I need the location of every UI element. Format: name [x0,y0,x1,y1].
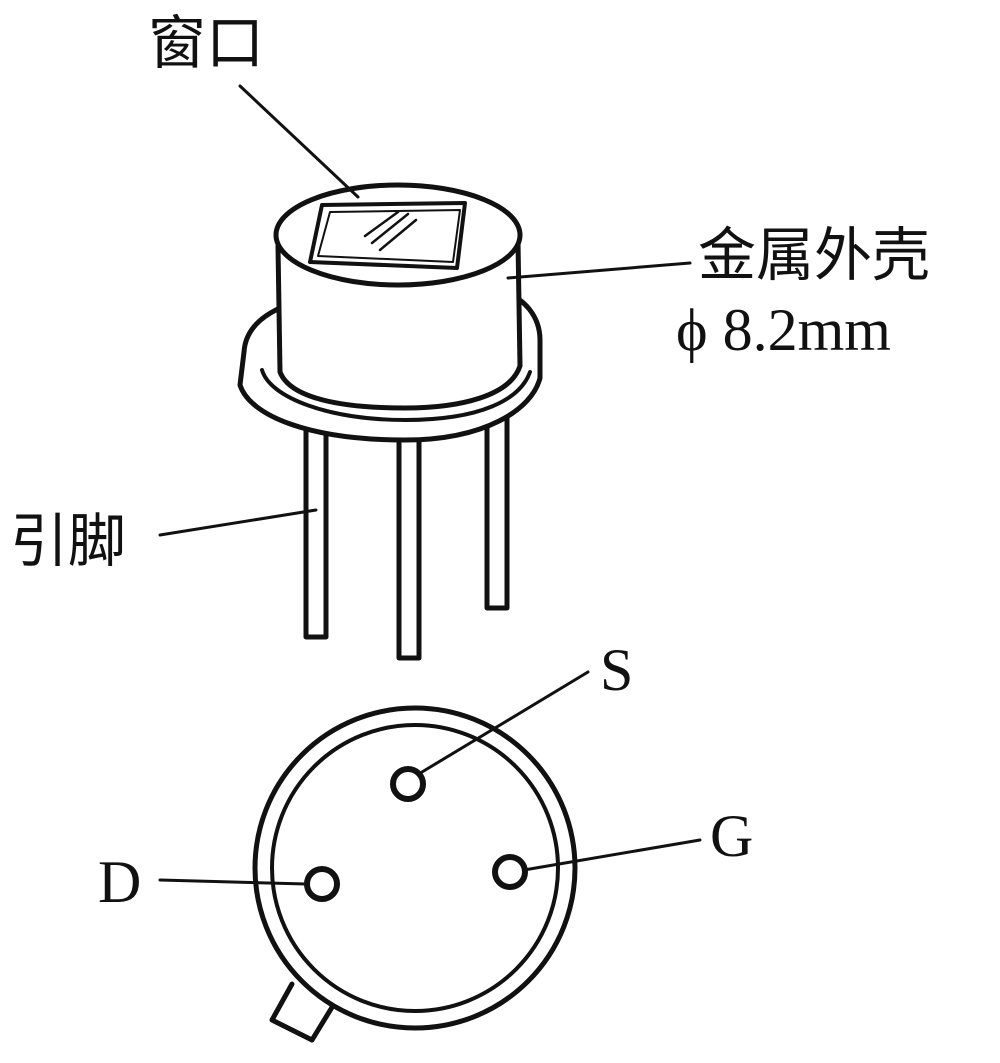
diameter-label: ϕ 8.2mm [676,297,891,363]
g-leader-line [522,838,702,872]
metal-shell-label: 金属外壳 [698,221,931,289]
window-leader-line [238,84,360,199]
pin-d-label: D [98,849,142,915]
window-label: 窗口 [148,9,265,77]
pin-s-label: S [600,637,634,703]
bottom-view [252,705,578,1043]
pins-leader-line [158,508,318,537]
pin-right [484,407,510,611]
pin-g-hole [492,854,528,890]
pin-s-hole [390,766,426,802]
pin-middle [396,429,422,661]
window-glass [308,201,467,270]
shell-leader-line [506,261,692,280]
pin-g-label: G [710,803,754,869]
d-leader-line [158,878,308,886]
pin-left [303,422,329,640]
s-leader-line [420,670,590,774]
pins-label: 引脚 [10,507,127,575]
pin-d-hole [304,866,340,902]
